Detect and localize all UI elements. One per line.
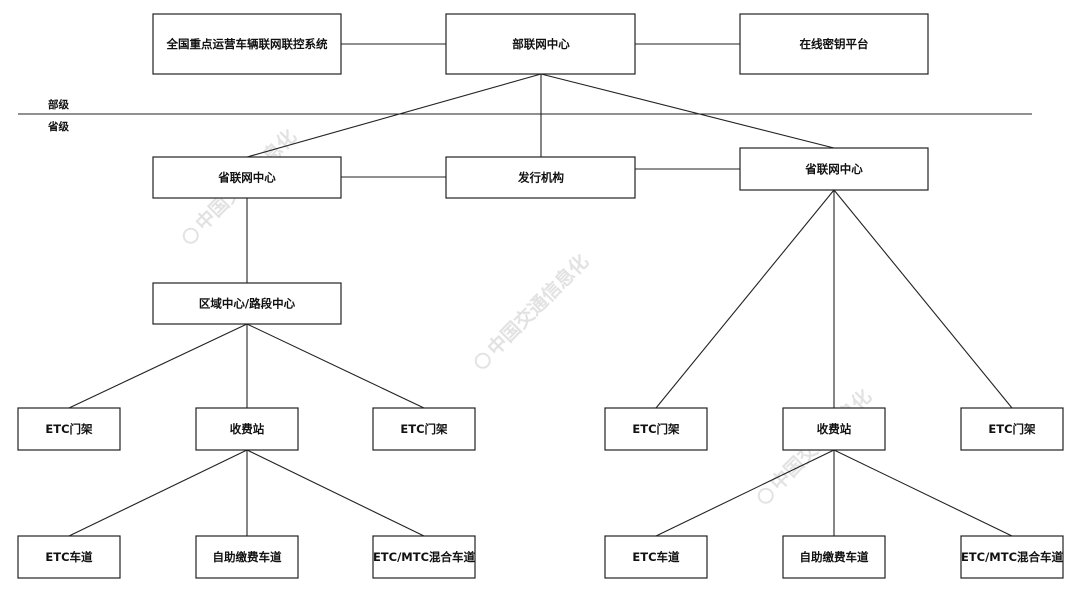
connector-province-right-gantry-1 — [655, 189, 835, 409]
connector-region-gantry-1 — [68, 323, 248, 409]
node-label: 区域中心/路段中心 — [199, 297, 296, 311]
node-right-self-pay-lane: 自助缴费车道 — [782, 535, 886, 579]
node-left-etc-gantry-1: ETC门架 — [17, 407, 121, 451]
node-online-key-platform: 在线密钥平台 — [739, 13, 929, 75]
level-label-province: 省级 — [47, 120, 69, 133]
connector-right-station-etc-lane — [655, 449, 835, 537]
node-label: ETC车道 — [632, 550, 680, 564]
node-province-center-left: 省联网中心 — [152, 156, 342, 199]
node-left-mixed-lane: ETC/MTC混合车道 — [372, 535, 476, 579]
node-label: ETC车道 — [45, 550, 93, 564]
connector-region-gantry-2 — [246, 323, 425, 409]
node-label: ETC门架 — [632, 422, 680, 436]
node-label: 自助缴费车道 — [213, 550, 282, 564]
node-label: ETC/MTC混合车道 — [373, 550, 476, 564]
node-label: 收费站 — [230, 422, 265, 436]
node-left-toll-station: 收费站 — [195, 407, 299, 451]
node-label: ETC门架 — [400, 422, 448, 436]
node-national-monitor-system: 全国重点运营车辆联网联控系统 — [152, 13, 342, 75]
watermark-logo-icon — [182, 227, 199, 244]
node-region-road-center: 区域中心/路段中心 — [152, 282, 342, 325]
node-label: ETC/MTC混合车道 — [961, 550, 1064, 564]
watermark-logo-icon — [757, 487, 774, 504]
node-label: 省联网中心 — [217, 171, 276, 185]
node-right-etc-lane: ETC车道 — [604, 535, 708, 579]
level-label-ministry: 部级 — [48, 98, 69, 111]
node-label: 省联网中心 — [804, 162, 863, 176]
node-ministry-center: 部联网中心 — [445, 13, 636, 75]
node-issuer: 发行机构 — [445, 156, 636, 199]
node-right-etc-gantry-2: ETC门架 — [960, 407, 1064, 451]
node-label: 在线密钥平台 — [800, 37, 869, 51]
watermark-text: 中国交通信息化 — [483, 250, 593, 360]
watermark-2: 中国交通信息化 — [474, 250, 593, 369]
connector-ministry-province-right — [540, 73, 835, 149]
node-left-etc-gantry-2: ETC门架 — [372, 407, 476, 451]
node-label: 部联网中心 — [512, 37, 570, 51]
connector-ministry-province-left — [246, 73, 542, 158]
watermark-logo-icon — [474, 352, 491, 369]
node-label: 发行机构 — [517, 171, 564, 185]
node-right-mixed-lane: ETC/MTC混合车道 — [960, 535, 1064, 579]
node-left-etc-lane: ETC车道 — [17, 535, 121, 579]
node-province-center-right: 省联网中心 — [739, 147, 929, 191]
node-label: ETC门架 — [988, 422, 1036, 436]
node-left-self-pay-lane: 自助缴费车道 — [195, 535, 299, 579]
node-label: 全国重点运营车辆联网联控系统 — [166, 37, 328, 51]
connector-right-station-mixed-lane — [833, 449, 1013, 537]
node-right-etc-gantry-1: ETC门架 — [604, 407, 708, 451]
connector-station-mixed-lane — [246, 449, 425, 537]
node-label: ETC门架 — [45, 422, 93, 436]
connector-station-etc-lane — [68, 449, 248, 537]
node-label: 收费站 — [817, 422, 852, 436]
connector-province-right-gantry-2 — [833, 189, 1013, 409]
node-right-toll-station: 收费站 — [782, 407, 886, 451]
node-label: 自助缴费车道 — [800, 550, 869, 564]
